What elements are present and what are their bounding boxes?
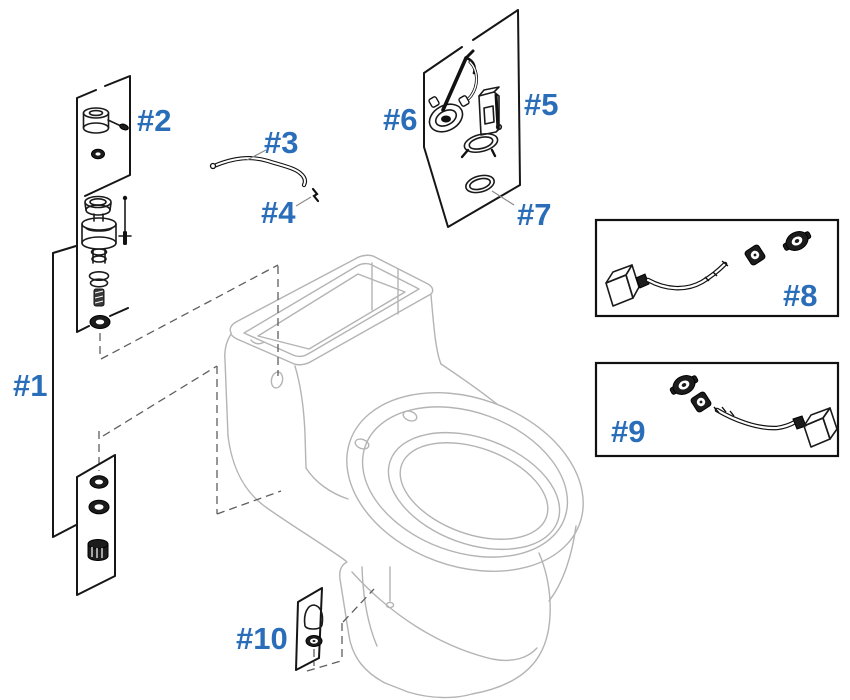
lever-square-nut — [744, 244, 766, 266]
part-label-4: #4 — [261, 195, 296, 230]
toilet-drawing — [224, 254, 584, 699]
leader-line-4 — [295, 196, 312, 207]
part-label-3: #3 — [264, 125, 298, 160]
trip-lever-right-drawing — [669, 375, 838, 448]
part-label-5: #5 — [524, 87, 558, 122]
trip-lever-left-drawing — [605, 231, 812, 307]
seat-bolt-hole — [354, 438, 370, 450]
part-label-7: #7 — [517, 197, 551, 232]
lever-flange-nut — [669, 375, 699, 395]
fill-valve-drawing — [81, 195, 132, 329]
part-label-9: #9 — [611, 414, 645, 449]
part-label-2: #2 — [137, 103, 171, 138]
refill-tube-drawing — [209, 155, 308, 188]
leader-line-3 — [246, 149, 267, 161]
trip-lever-hole — [270, 371, 284, 389]
bolt-cap-drawing — [303, 604, 324, 647]
fill-valve-kit-panels — [52, 75, 131, 596]
trip-lever-right-box — [594, 361, 840, 458]
part-label-8: #8 — [783, 278, 817, 313]
part-label-10: #10 — [236, 621, 288, 656]
part-labels: #1 #2 #3 #4 #5 #6 #7 #8 #9 #10 — [13, 87, 817, 656]
leader-line-7 — [491, 190, 515, 206]
valve-cap-drawing — [82, 107, 129, 160]
bolt-cap-kit-panel — [295, 587, 323, 671]
lever-square-nut — [690, 391, 712, 413]
install-position-dashed-lines — [98, 264, 375, 672]
trip-lever-left-box — [594, 218, 840, 318]
tank-bolt-pin — [385, 566, 395, 609]
part-label-1: #1 — [13, 368, 47, 403]
seat-bolt-hole — [402, 410, 418, 422]
fill-valve-mounting-hardware — [87, 475, 110, 561]
tank-gasket-drawing — [465, 174, 495, 194]
flush-valve-drawing — [460, 86, 503, 159]
flush-valve-kit-panel — [423, 9, 521, 228]
tube-clip-drawing — [311, 187, 320, 203]
flapper-drawing — [428, 49, 478, 133]
lever-flange-nut — [782, 231, 812, 251]
part-label-6: #6 — [383, 102, 417, 137]
